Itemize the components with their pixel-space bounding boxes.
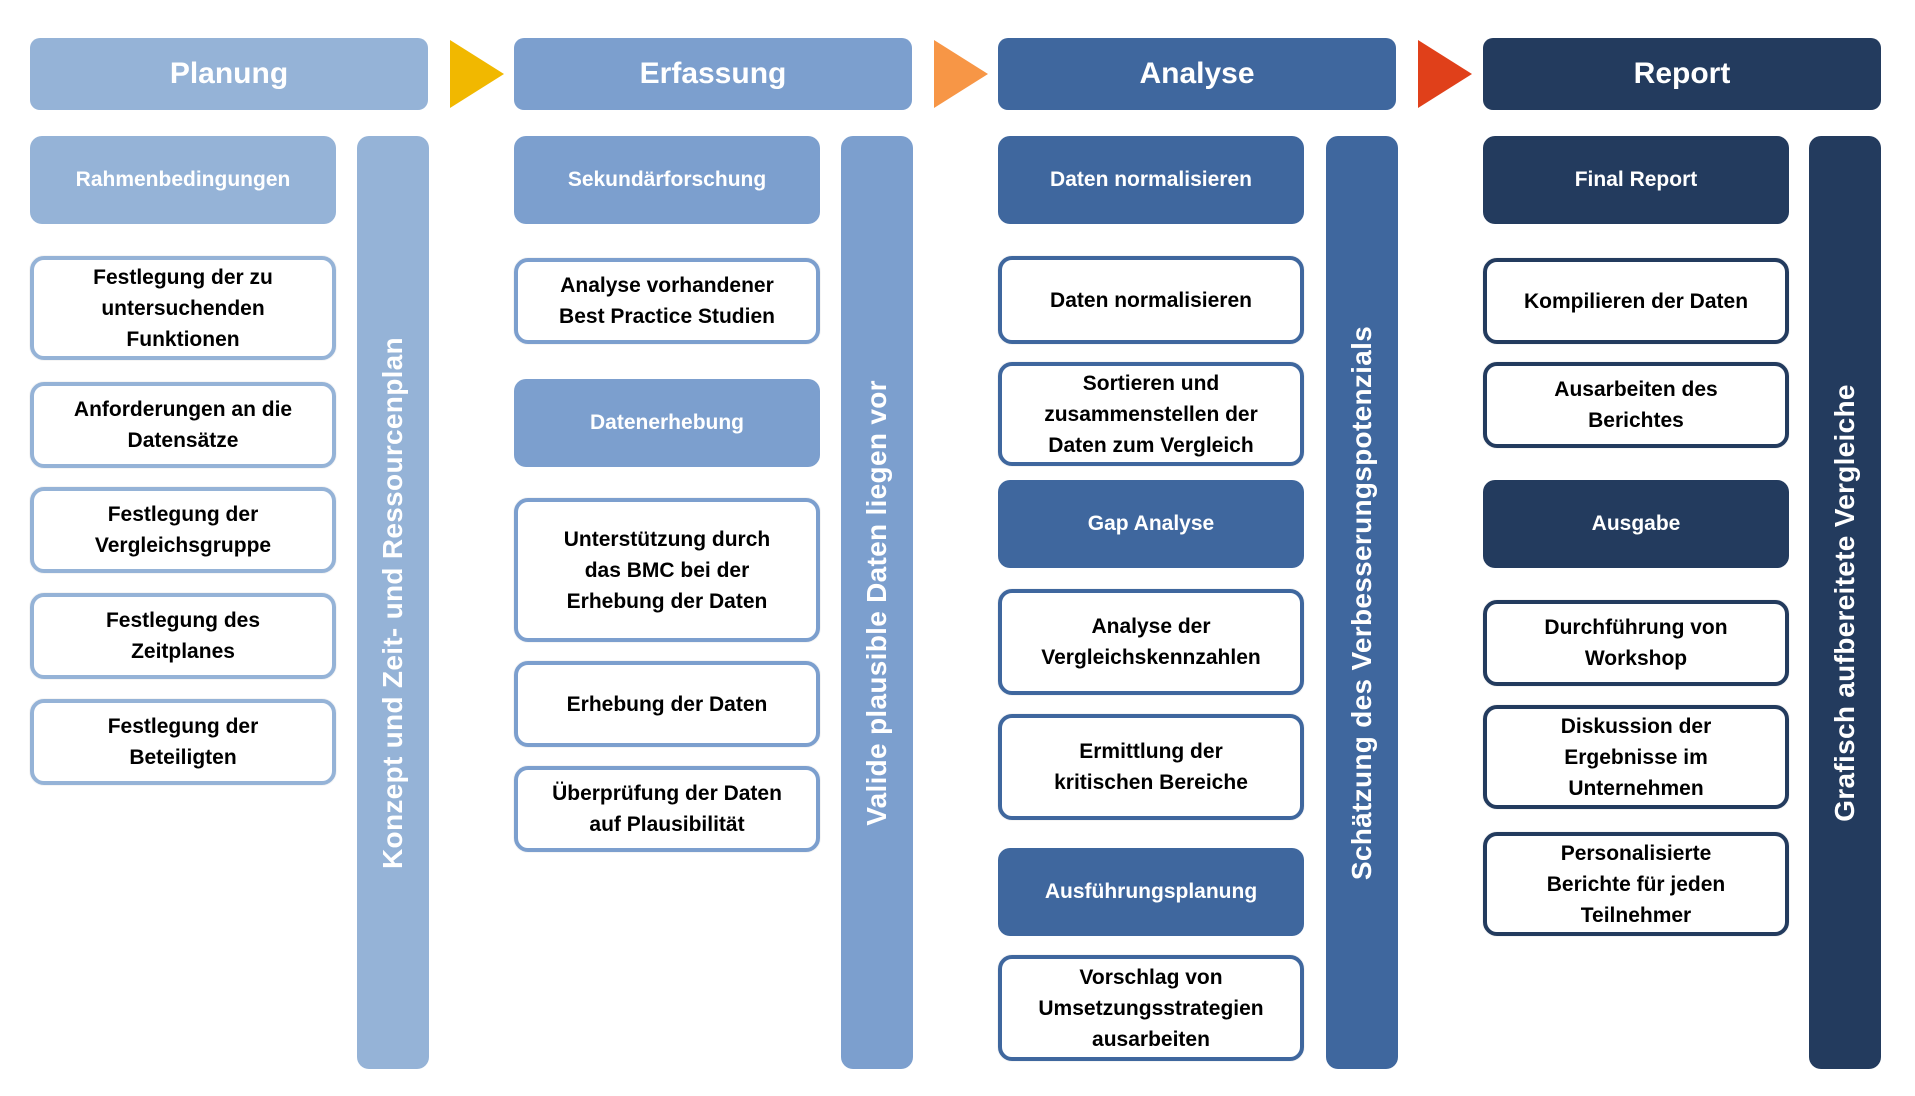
step-text: Daten normalisieren	[1050, 288, 1252, 312]
step-box: Unterstützung durch das BMC bei der Erhe…	[514, 498, 820, 642]
step-text: Personalisierte Berichte für jeden Teiln…	[1546, 841, 1726, 927]
arrow-icon	[1418, 40, 1472, 108]
step-text: Anforderungen an die Datensätze	[73, 398, 293, 452]
step-box: Analyse der Vergleichskennzahlen	[998, 589, 1304, 695]
arrow-icon	[934, 40, 988, 108]
step-box: Diskussion der Ergebnisse im Unternehmen	[1483, 705, 1789, 809]
arrow-icon	[450, 40, 504, 108]
outcome-label: Grafisch aufbereitete Vergleiche	[1829, 383, 1860, 822]
step-box: Daten normalisieren	[998, 256, 1304, 344]
outcome-label: Valide plausible Daten liegen vor	[861, 379, 892, 826]
step-box: Festlegung der Beteiligten	[30, 699, 336, 785]
step-text: Festlegung des Zeitplanes	[105, 609, 261, 663]
step-box: Sortieren und zusammenstellen der Daten …	[998, 362, 1304, 466]
step-box: Analyse vorhandener Best Practice Studie…	[514, 258, 820, 344]
outcome-bar-analyse: Schätzung des Verbesserungspotenzials	[1326, 136, 1398, 1069]
category-sekundaerforschung: Sekundärforschung	[514, 136, 820, 224]
step-box: Festlegung des Zeitplanes	[30, 593, 336, 679]
phase-header-planung: Planung	[30, 38, 428, 110]
category-datenerhebung: Datenerhebung	[514, 379, 820, 467]
category-gap-analyse: Gap Analyse	[998, 480, 1304, 568]
step-text: Überprüfung der Daten auf Plausibilität	[552, 782, 782, 836]
step-box: Ermittlung der kritischen Bereiche	[998, 714, 1304, 820]
step-box: Durchführung von Workshop	[1483, 600, 1789, 686]
step-text: Sortieren und zusammenstellen der Daten …	[1044, 371, 1258, 457]
step-box: Festlegung der zu untersuchenden Funktio…	[30, 256, 336, 360]
step-box: Festlegung der Vergleichsgruppe	[30, 487, 336, 573]
phase-header-analyse: Analyse	[998, 38, 1396, 110]
step-text: Festlegung der Beteiligten	[107, 715, 259, 769]
outcome-label: Konzept und Zeit- und Ressourcenplan	[377, 336, 408, 869]
outcome-bar-erfassung: Valide plausible Daten liegen vor	[841, 136, 913, 1069]
outcome-bar-planung: Konzept und Zeit- und Ressourcenplan	[357, 136, 429, 1069]
step-text: Durchführung von Workshop	[1544, 616, 1728, 670]
step-text: Analyse vorhandener Best Practice Studie…	[559, 274, 775, 328]
step-box: Personalisierte Berichte für jeden Teiln…	[1483, 832, 1789, 936]
step-box: Vorschlag von Umsetzungsstrategien ausar…	[998, 955, 1304, 1061]
category-rahmenbedingungen: Rahmenbedingungen	[30, 136, 336, 224]
category-final-report: Final Report	[1483, 136, 1789, 224]
step-text: Festlegung der Vergleichsgruppe	[94, 503, 272, 557]
outcome-label: Schätzung des Verbesserungspotenzials	[1346, 325, 1377, 880]
step-text: Analyse der Vergleichskennzahlen	[1041, 615, 1261, 669]
step-box: Ausarbeiten des Berichtes	[1483, 362, 1789, 448]
phase-header-erfassung: Erfassung	[514, 38, 912, 110]
step-text: Festlegung der zu untersuchenden Funktio…	[93, 265, 273, 351]
step-text: Diskussion der Ergebnisse im Unternehmen	[1560, 714, 1712, 800]
step-box: Kompilieren der Daten	[1483, 258, 1789, 344]
step-text: Unterstützung durch das BMC bei der Erhe…	[563, 527, 771, 613]
step-text: Ermittlung der kritischen Bereiche	[1054, 740, 1248, 794]
phase-header-report: Report	[1483, 38, 1881, 110]
step-box: Erhebung der Daten	[514, 661, 820, 747]
category-ausfuehrungsplanung: Ausführungsplanung	[998, 848, 1304, 936]
step-text: Ausarbeiten des Berichtes	[1554, 378, 1718, 432]
step-text: Erhebung der Daten	[566, 692, 768, 716]
outcome-bar-report: Grafisch aufbereitete Vergleiche	[1809, 136, 1881, 1069]
step-text: Vorschlag von Umsetzungsstrategien ausar…	[1038, 965, 1264, 1051]
category-ausgabe: Ausgabe	[1483, 480, 1789, 568]
category-daten-normalisieren: Daten normalisieren	[998, 136, 1304, 224]
step-box: Anforderungen an die Datensätze	[30, 382, 336, 468]
step-text: Kompilieren der Daten	[1523, 289, 1749, 313]
step-box: Überprüfung der Daten auf Plausibilität	[514, 766, 820, 852]
